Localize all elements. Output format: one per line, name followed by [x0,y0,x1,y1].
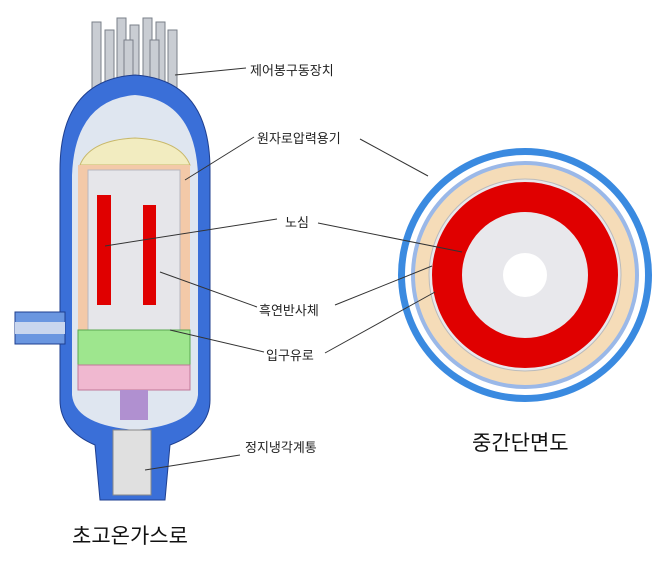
label-crdm: 제어봉구동장치 [250,64,334,79]
title-reactor: 초고온가스로 [72,524,188,548]
title-cross-section: 중간단면도 [472,431,569,455]
label-inlet: 입구유로 [266,349,314,364]
cross-section [398,148,652,402]
label-vessel: 원자로압력용기 [257,132,341,147]
inlet-pipe [14,311,66,345]
lower-structures [77,329,191,496]
graphite-reflector [78,165,190,331]
label-shutdown-cooling: 정지냉각계통 [245,441,317,456]
core-fuel [97,195,156,305]
label-core: 노심 [285,216,309,231]
label-reflector: 흑연반사체 [259,304,319,319]
leader-lines [104,67,463,471]
